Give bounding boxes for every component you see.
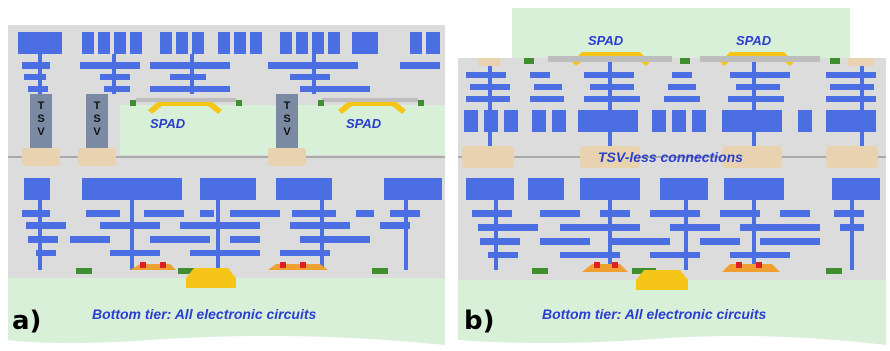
panel-b: [458, 8, 886, 345]
panel-b-spad-label-1: SPAD: [588, 33, 624, 48]
panel-b-top-substrate: [512, 8, 850, 62]
panel-b-bottom-metal: [466, 178, 880, 270]
panel-a-bottom-devices: [76, 262, 388, 288]
panel-b-spad-2: [680, 52, 840, 66]
panel-b-top-pads: [478, 58, 874, 66]
panel-b-spad-1: [524, 52, 672, 66]
panel-b-dielectric: [458, 58, 886, 296]
tsv-1-letter-s: S: [37, 113, 45, 125]
panel-a-spad-2: [318, 98, 424, 114]
panel-a-spad-label-1: SPAD: [150, 116, 186, 131]
panel-b-bond-pads: [462, 146, 878, 168]
panel-a-tsvs: [30, 94, 298, 148]
tsv-2-letter-s: S: [93, 113, 101, 125]
panel-b-bottom-tier-label: Bottom tier: All electronic circuits: [542, 306, 767, 322]
panel-b-letter: b): [464, 306, 495, 336]
panel-b-bottom-substrate: [458, 280, 886, 345]
panel-a-bottom-tier-label: Bottom tier: All electronic circuits: [92, 306, 317, 322]
panel-b-bottom-devices: [532, 262, 842, 290]
panel-b-spad-label-2: SPAD: [736, 33, 772, 48]
tsv-1-letter-t: T: [37, 100, 45, 112]
tsv-2: [86, 94, 108, 148]
tsv-2-letter-t: T: [93, 100, 101, 112]
tsv-2-letter-v: V: [93, 126, 101, 138]
tsv-3-letter-v: V: [283, 126, 291, 138]
panel-b-connection-label: TSV-less connections: [598, 149, 743, 165]
panel-a-spad-label-2: SPAD: [346, 116, 382, 131]
panel-a-bond-pads: [22, 148, 306, 166]
panel-b-top-metal: [464, 62, 876, 158]
panel-a: [8, 25, 445, 345]
tsv-3: [276, 94, 298, 148]
tsv-1-letter-v: V: [37, 126, 45, 138]
panel-a-letter: a): [12, 306, 42, 336]
tsv-1: [30, 94, 52, 148]
tsv-3-letter-s: S: [283, 113, 291, 125]
panel-a-bottom-metal: [22, 178, 442, 270]
panel-a-top-metal: [18, 32, 440, 94]
panel-a-spad-1: [130, 98, 242, 114]
panel-a-bottom-substrate: [8, 278, 445, 345]
tsv-3-letter-t: T: [283, 100, 291, 112]
